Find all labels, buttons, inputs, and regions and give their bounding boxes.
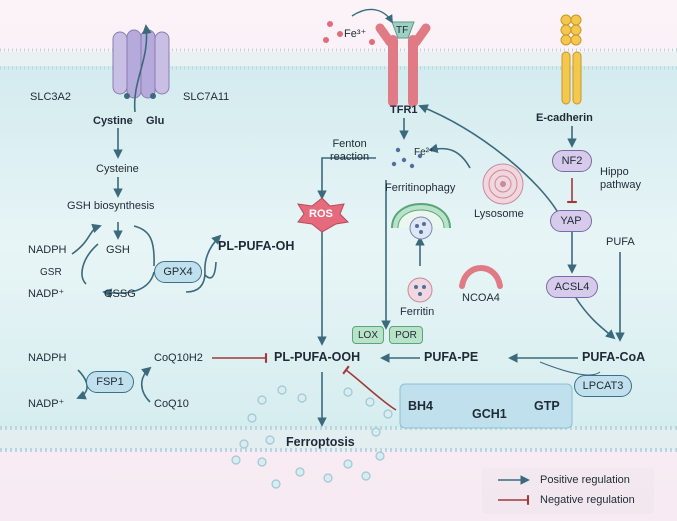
slc3a2-label: SLC3A2 bbox=[30, 91, 71, 103]
gssg-label: GSSG bbox=[104, 288, 136, 300]
nadph-label: NADPH bbox=[28, 244, 67, 256]
slc7a11-label: SLC7A11 bbox=[183, 91, 230, 103]
gsh-biosynthesis-label: GSH biosynthesis bbox=[67, 200, 155, 212]
bh4-panel bbox=[399, 383, 573, 429]
ferritin-label: Ferritin bbox=[400, 306, 435, 318]
e-cadherin-label: E-cadherin bbox=[536, 112, 593, 124]
cysteine-label: Cysteine bbox=[96, 163, 139, 175]
ferritinophagy-label: Ferritinophagy bbox=[385, 182, 456, 194]
fsp1-enzyme: FSP1 bbox=[86, 371, 134, 393]
tfr1-receptor bbox=[323, 8, 431, 107]
lpcat3-enzyme: LPCAT3 bbox=[574, 375, 632, 397]
gsh-label: GSH bbox=[106, 244, 130, 256]
pl-pufa-ooh-label: PL-PUFA-OOH bbox=[274, 350, 361, 364]
yap-protein: YAP bbox=[550, 210, 592, 232]
nf2-protein: NF2 bbox=[552, 150, 592, 172]
pufa-coa-label: PUFA-CoA bbox=[582, 350, 646, 364]
tfr1-label: TFR1 bbox=[390, 104, 418, 116]
ncoa4-arc bbox=[459, 265, 503, 289]
hippo-pathway-label: Hippo pathway bbox=[600, 166, 641, 191]
nadp-fsp1-label: NADP⁺ bbox=[28, 398, 65, 410]
fe2-dots bbox=[391, 147, 423, 169]
pufa-label: PUFA bbox=[606, 236, 635, 248]
legend-panel bbox=[482, 468, 654, 514]
lysosome bbox=[482, 163, 524, 205]
acsl4-protein: ACSL4 bbox=[546, 276, 598, 298]
coq10h2-label: CoQ10H2 bbox=[154, 352, 203, 364]
ferritin-particle bbox=[407, 277, 433, 303]
e-cadherin-molecule bbox=[560, 14, 582, 105]
gtp-label: GTP bbox=[534, 399, 560, 413]
bh4-label: BH4 bbox=[408, 399, 434, 413]
pl-pufa-oh-label: PL-PUFA-OH bbox=[218, 239, 295, 253]
slc7a11-transporter bbox=[112, 24, 170, 113]
ros-label: ROS bbox=[309, 208, 333, 220]
nadp-label: NADP⁺ bbox=[28, 288, 65, 300]
fe3-label: Fe³⁺ bbox=[344, 28, 367, 40]
bottom-membrane bbox=[0, 426, 677, 452]
autophagosome bbox=[391, 203, 451, 240]
gpx4-enzyme: GPX4 bbox=[154, 261, 202, 283]
ros-star bbox=[297, 197, 350, 233]
gch1-label: GCH1 bbox=[472, 407, 507, 421]
lox-enzyme: LOX bbox=[352, 326, 384, 344]
pufa-pe-label: PUFA-PE bbox=[424, 350, 479, 364]
gsr-label: GSR bbox=[40, 267, 62, 278]
por-enzyme: POR bbox=[389, 326, 423, 344]
legend-negative-label: Negative regulation bbox=[540, 494, 635, 506]
fe2-label: Fe²⁺ bbox=[414, 147, 435, 158]
cystine-label: Cystine bbox=[93, 115, 133, 127]
fenton-reaction-label: Fenton reaction bbox=[330, 138, 370, 163]
nadph-fsp1-label: NADPH bbox=[28, 352, 67, 364]
coq10-label: CoQ10 bbox=[154, 398, 189, 410]
ferroptosis-label: Ferroptosis bbox=[286, 435, 355, 449]
tf-label: TF bbox=[396, 25, 409, 36]
glu-label: Glu bbox=[146, 115, 165, 127]
ncoa4-label: NCOA4 bbox=[462, 292, 500, 304]
legend-positive-label: Positive regulation bbox=[540, 474, 630, 486]
lysosome-label: Lysosome bbox=[474, 208, 524, 220]
membrane-fragments bbox=[231, 385, 393, 489]
